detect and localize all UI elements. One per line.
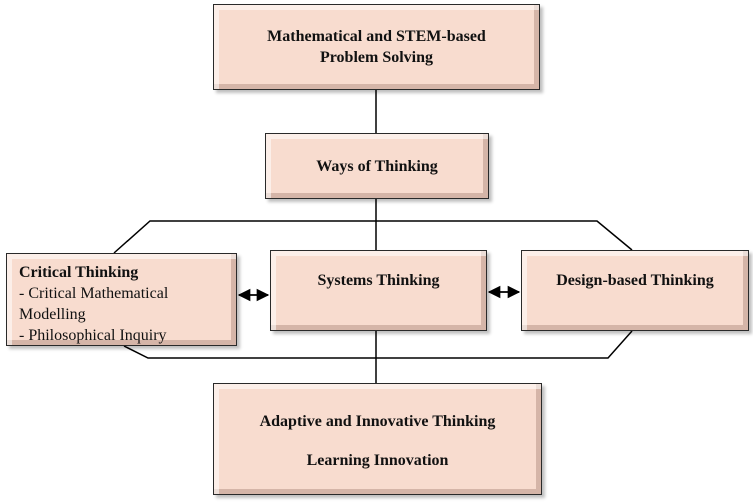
critical-thinking-title: Critical Thinking [19, 264, 139, 281]
learning-innovation-label: Learning Innovation [306, 452, 449, 469]
ways-of-thinking-label: Ways of Thinking [316, 157, 438, 175]
critical-thinking-box: Critical Thinking - Critical Mathematica… [6, 253, 237, 346]
adaptive-thinking-label: Adaptive and Innovative Thinking [259, 413, 496, 430]
upper-bracket [113, 220, 633, 254]
adaptive-innovative-box: Adaptive and Innovative Thinking Learnin… [213, 383, 542, 495]
lower-bracket [123, 330, 633, 359]
critical-item-philosophical: - Philosophical Inquiry [19, 327, 167, 344]
ways-of-thinking-box: Ways of Thinking [265, 133, 489, 199]
design-thinking-box: Design-based Thinking [521, 250, 749, 331]
systems-thinking-label: Systems Thinking [317, 272, 440, 289]
design-thinking-label: Design-based Thinking [556, 272, 714, 289]
critical-item-modelling-cont: Modelling [19, 306, 86, 323]
stem-problem-solving-box: Mathematical and STEM-based Problem Solv… [213, 4, 540, 90]
systems-thinking-box: Systems Thinking [270, 250, 487, 331]
stem-box-line1: Mathematical and STEM-based [267, 28, 486, 45]
critical-item-modelling: - Critical Mathematical [19, 285, 169, 302]
stem-box-line2: Problem Solving [319, 49, 434, 66]
